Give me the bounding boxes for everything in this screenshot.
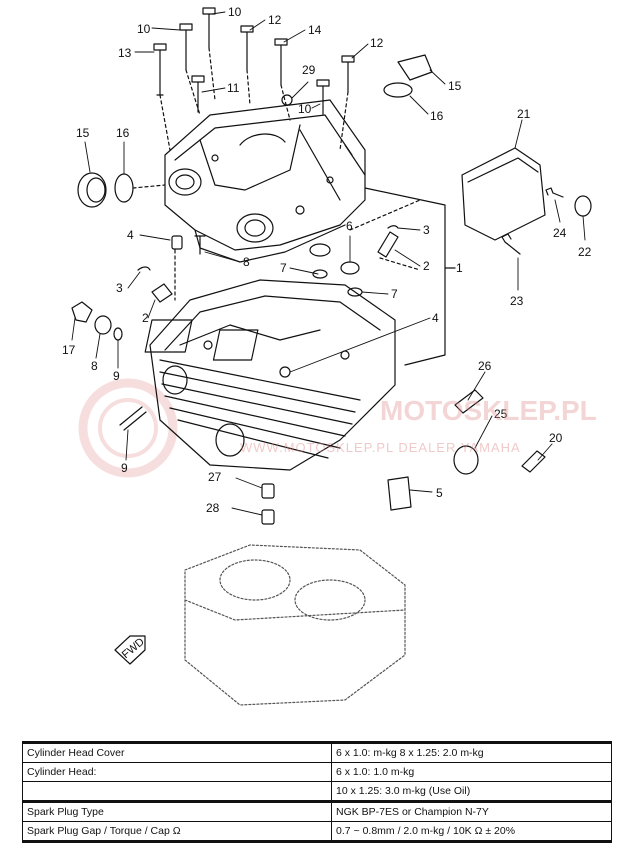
spec-row: Cylinder Head Cover 6 x 1.0: m-kg 8 x 1.… — [22, 741, 612, 763]
callout-3: 3 — [423, 223, 430, 237]
small-parts — [71, 199, 546, 525]
callout-28: 28 — [206, 501, 220, 515]
callout-29: 29 — [302, 63, 316, 77]
callout-8: 8 — [91, 359, 98, 373]
callout-labels: 10 10 12 14 13 11 29 10 12 15 16 15 16 2… — [62, 5, 592, 515]
callout-1: 1 — [456, 261, 463, 275]
callout-24: 24 — [553, 226, 567, 240]
callout-2: 2 — [423, 259, 430, 273]
callout-12: 12 — [370, 36, 384, 50]
cylinder-head — [144, 279, 396, 471]
spec-name: Cylinder Head: — [22, 762, 332, 782]
callout-10: 10 — [228, 5, 242, 19]
callout-16: 16 — [430, 109, 444, 123]
callout-25: 25 — [494, 407, 508, 421]
callout-26: 26 — [478, 359, 492, 373]
spec-name — [22, 781, 332, 802]
spec-value: 6 x 1.0: 1.0 m-kg — [331, 762, 612, 782]
group-bracket-1 — [364, 187, 456, 366]
side-caps — [77, 54, 433, 208]
callout-4: 4 — [432, 311, 439, 325]
spec-name: Spark Plug Type — [22, 800, 332, 822]
callout-9: 9 — [113, 369, 120, 383]
spec-value: 6 x 1.0: m-kg 8 x 1.25: 2.0 m-kg — [331, 741, 612, 763]
tappet-cover-21 — [461, 147, 592, 255]
callout-4: 4 — [127, 228, 134, 242]
callout-8: 8 — [243, 255, 250, 269]
watermark-subtext: WWW.MOTOSKLEP.PL DEALER YAMAHA — [240, 440, 521, 455]
spec-value: NGK BP-7ES or Champion N-7Y — [331, 800, 612, 822]
callout-20: 20 — [549, 431, 563, 445]
callout-14: 14 — [308, 23, 322, 37]
callout-7: 7 — [391, 287, 398, 301]
callout-12: 12 — [268, 13, 282, 27]
callout-16: 16 — [116, 126, 130, 140]
watermark-logo — [78, 378, 178, 478]
callout-7: 7 — [280, 261, 287, 275]
callout-22: 22 — [578, 245, 592, 259]
cylinder-head-cover — [164, 99, 366, 263]
spec-row: Spark Plug Type NGK BP-7ES or Champion N… — [22, 800, 612, 822]
spec-row: Spark Plug Gap / Torque / Cap Ω 0.7 ~ 0.… — [22, 821, 612, 843]
spec-name: Cylinder Head Cover — [22, 741, 332, 763]
callout-27: 27 — [208, 470, 222, 484]
callout-15: 15 — [76, 126, 90, 140]
callout-23: 23 — [510, 294, 524, 308]
spec-row: 10 x 1.25: 3.0 m-kg (Use Oil) — [22, 781, 612, 802]
spec-table: Cylinder Head Cover 6 x 1.0: m-kg 8 x 1.… — [22, 741, 612, 843]
callout-6: 6 — [346, 219, 353, 233]
fwd-label: FWD — [120, 636, 147, 661]
callout-10: 10 — [298, 102, 312, 116]
callout-13: 13 — [118, 46, 132, 60]
callout-11: 11 — [227, 81, 240, 95]
spec-value: 0.7 ~ 0.8mm / 2.0 m-kg / 10K Ω ± 20% — [331, 821, 612, 843]
callout-15: 15 — [448, 79, 462, 93]
callout-10: 10 — [137, 22, 151, 36]
cylinder-ghost — [184, 544, 406, 706]
callout-2: 2 — [142, 311, 149, 325]
callout-5: 5 — [436, 486, 443, 500]
watermark-text: MOTOSKLEP.PL — [380, 395, 597, 426]
callout-21: 21 — [517, 107, 531, 121]
spec-value: 10 x 1.25: 3.0 m-kg (Use Oil) — [331, 781, 612, 802]
leader-lines — [71, 11, 586, 516]
spec-row: Cylinder Head: 6 x 1.0: 1.0 m-kg — [22, 762, 612, 782]
callout-9: 9 — [121, 461, 128, 475]
callout-3: 3 — [116, 281, 123, 295]
callout-17: 17 — [62, 343, 76, 357]
cover-bolts — [153, 7, 355, 151]
spec-name: Spark Plug Gap / Torque / Cap Ω — [22, 821, 332, 843]
fwd-arrow — [114, 635, 146, 665]
